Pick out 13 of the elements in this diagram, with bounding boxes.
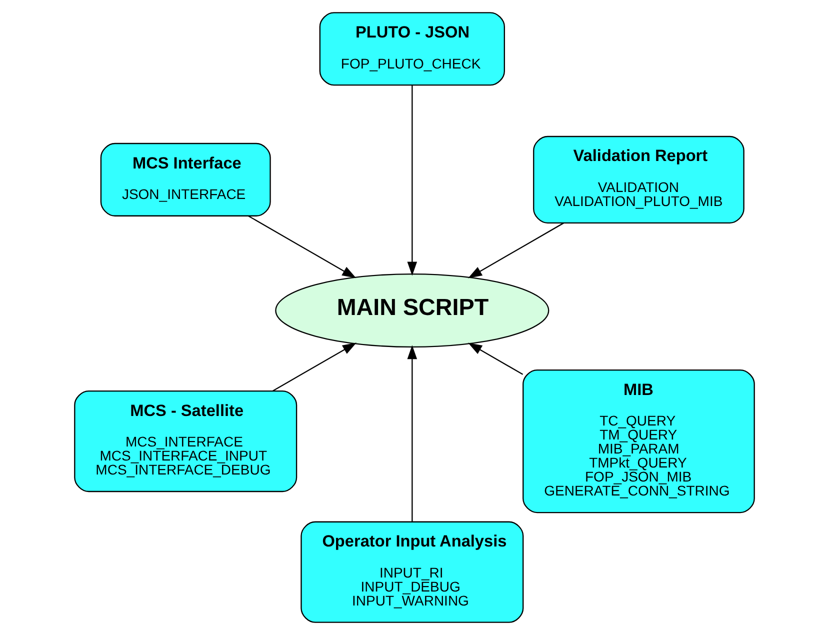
arrow (407, 345, 418, 522)
arrow (272, 342, 357, 392)
arrow (248, 215, 356, 278)
node-box: Operator Input Analysis INPUT_RI INPUT_DEBUG INPUT_WARNING (300, 521, 524, 623)
node-ellipse: MAIN SCRIPT (275, 273, 550, 348)
node-box: MIB TC_QUERY TM_QUERY MIB_PARAM TMPkt_QUERY FOP_JSON_MIB GENERATE_CONN_STRING (522, 369, 755, 514)
node-box: PLUTO - JSON FOP_PLUTO_CHECK (319, 12, 505, 86)
node-box: MCS Interface JSON_INTERFACE (100, 142, 271, 216)
arrow (407, 85, 418, 276)
node-box: Validation Report VALIDATION VALIDATION_PLUTO_MIB (533, 136, 744, 224)
node-box: MCS - Satellite MCS_INTERFACE MCS_INTERFACE_INPUT MCS_INTERFACE_DEBUG (74, 390, 298, 492)
arrow (468, 342, 524, 375)
arrow (468, 222, 564, 278)
